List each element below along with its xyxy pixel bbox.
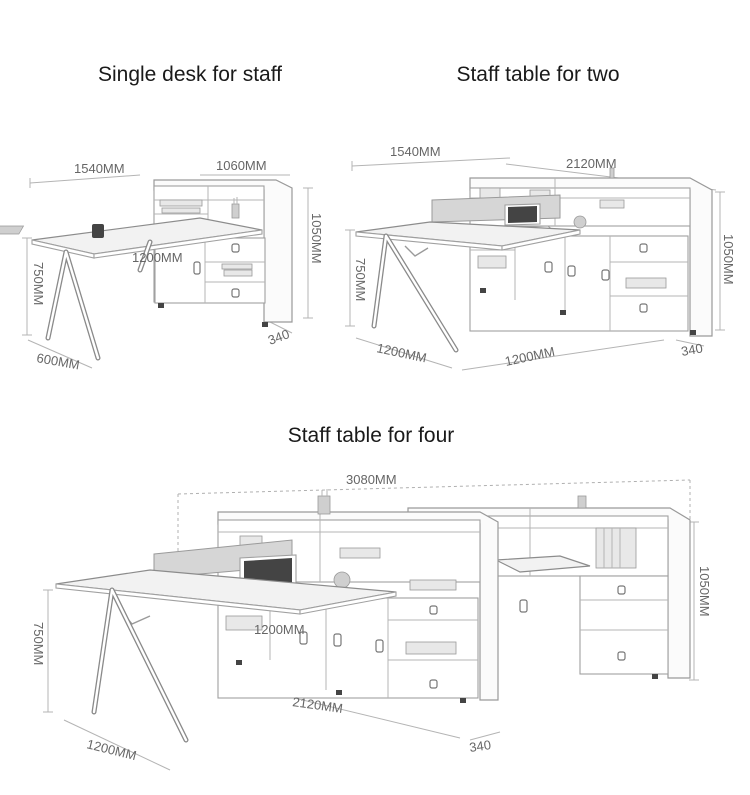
dim-single-desk-depth: 600MM xyxy=(35,350,80,372)
dim-four-depth: 1200MM xyxy=(85,736,138,763)
dim-two-height: 1050MM xyxy=(721,234,736,285)
title-single-desk: Single desk for staff xyxy=(98,63,282,86)
dim-single-desk-length: 1200MM xyxy=(132,250,183,265)
single-desk-illustration: 1540MM 1060MM 1050MM 750MM 600MM 1200MM … xyxy=(0,158,324,372)
dim-single-width: 1540MM xyxy=(74,161,125,176)
title-table-for-four: Staff table for four xyxy=(288,424,455,447)
dim-two-desk-height: 750MM xyxy=(353,258,368,301)
dim-four-desk-height: 750MM xyxy=(31,622,46,665)
two-desk-illustration: 1540MM 2120MM 1050MM 750MM 1200MM 1200MM… xyxy=(345,144,736,371)
dim-four-cabinet-depth: 340 xyxy=(468,737,492,755)
dim-four-desk-length: 1200MM xyxy=(254,622,305,637)
dim-two-total-length: 1200MM xyxy=(504,344,557,369)
dim-single-desk-height: 750MM xyxy=(31,262,46,305)
dim-two-cabinet-depth: 340 xyxy=(680,340,704,359)
dim-single-cabinet-length: 1060MM xyxy=(216,158,267,173)
dim-two-width: 1540MM xyxy=(390,144,441,159)
dim-single-cabinet-depth: 340 xyxy=(266,326,292,348)
dim-four-total-width: 3080MM xyxy=(346,472,397,487)
title-table-for-two: Staff table for two xyxy=(456,63,619,86)
four-desk-illustration: 3080MM 1050MM 750MM 1200MM 2120MM 1200MM… xyxy=(31,472,712,771)
dim-two-desk-length: 1200MM xyxy=(375,340,428,365)
dim-single-height: 1050MM xyxy=(309,213,324,264)
dim-four-cabinet-length: 2120MM xyxy=(292,694,344,716)
dim-two-cabinet-length: 2120MM xyxy=(566,156,617,171)
dim-four-height: 1050MM xyxy=(697,566,712,617)
